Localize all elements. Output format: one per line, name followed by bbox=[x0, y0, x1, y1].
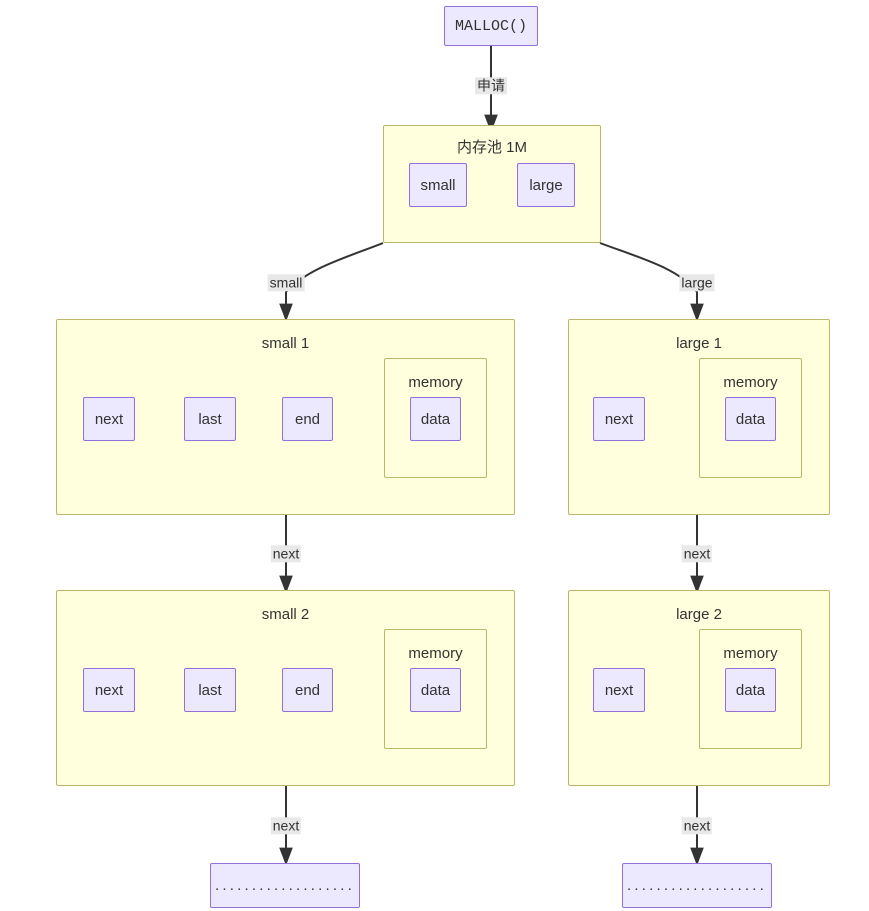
node-large-more[interactable]: ................... bbox=[622, 863, 772, 908]
cluster-large-1-title: large 1 bbox=[676, 335, 722, 352]
node-small-1-end[interactable]: end bbox=[282, 397, 333, 441]
node-small-2-next[interactable]: next bbox=[83, 668, 135, 712]
node-small-2-end[interactable]: end bbox=[282, 668, 333, 712]
edge-label-small-next-2: next bbox=[270, 817, 302, 835]
cluster-large-1-memory-title: memory bbox=[723, 374, 778, 391]
node-small-2-data[interactable]: data bbox=[410, 668, 461, 712]
edge-label-small: small bbox=[267, 274, 305, 292]
node-pool-small[interactable]: small bbox=[409, 163, 467, 207]
node-large-1-data[interactable]: data bbox=[725, 397, 776, 441]
node-large-2-data[interactable]: data bbox=[725, 668, 776, 712]
malloc-node[interactable]: MALLOC() bbox=[444, 6, 538, 46]
cluster-small-2-memory-title: memory bbox=[408, 645, 463, 662]
node-small-1-next[interactable]: next bbox=[83, 397, 135, 441]
node-pool-large[interactable]: large bbox=[517, 163, 575, 207]
node-small-1-data[interactable]: data bbox=[410, 397, 461, 441]
edge-label-large: large bbox=[679, 274, 715, 292]
cluster-small-1-memory-title: memory bbox=[408, 374, 463, 391]
cluster-large-2-memory-title: memory bbox=[723, 645, 778, 662]
cluster-small-2-title: small 2 bbox=[261, 606, 310, 623]
node-large-2-next[interactable]: next bbox=[593, 668, 645, 712]
cluster-large-2-title: large 2 bbox=[676, 606, 722, 623]
edge-label-malloc-to-pool: 申请 bbox=[475, 77, 507, 95]
cluster-memory-pool-title: 内存池 1M bbox=[456, 139, 527, 156]
node-small-1-last[interactable]: last bbox=[184, 397, 236, 441]
node-large-1-next[interactable]: next bbox=[593, 397, 645, 441]
edge-label-large-next-1: next bbox=[681, 545, 713, 563]
node-small-more[interactable]: ................... bbox=[210, 863, 360, 908]
node-small-2-last[interactable]: last bbox=[184, 668, 236, 712]
cluster-small-1-title: small 1 bbox=[261, 335, 310, 352]
edge-label-large-next-2: next bbox=[681, 817, 713, 835]
edge-label-small-next-1: next bbox=[270, 545, 302, 563]
